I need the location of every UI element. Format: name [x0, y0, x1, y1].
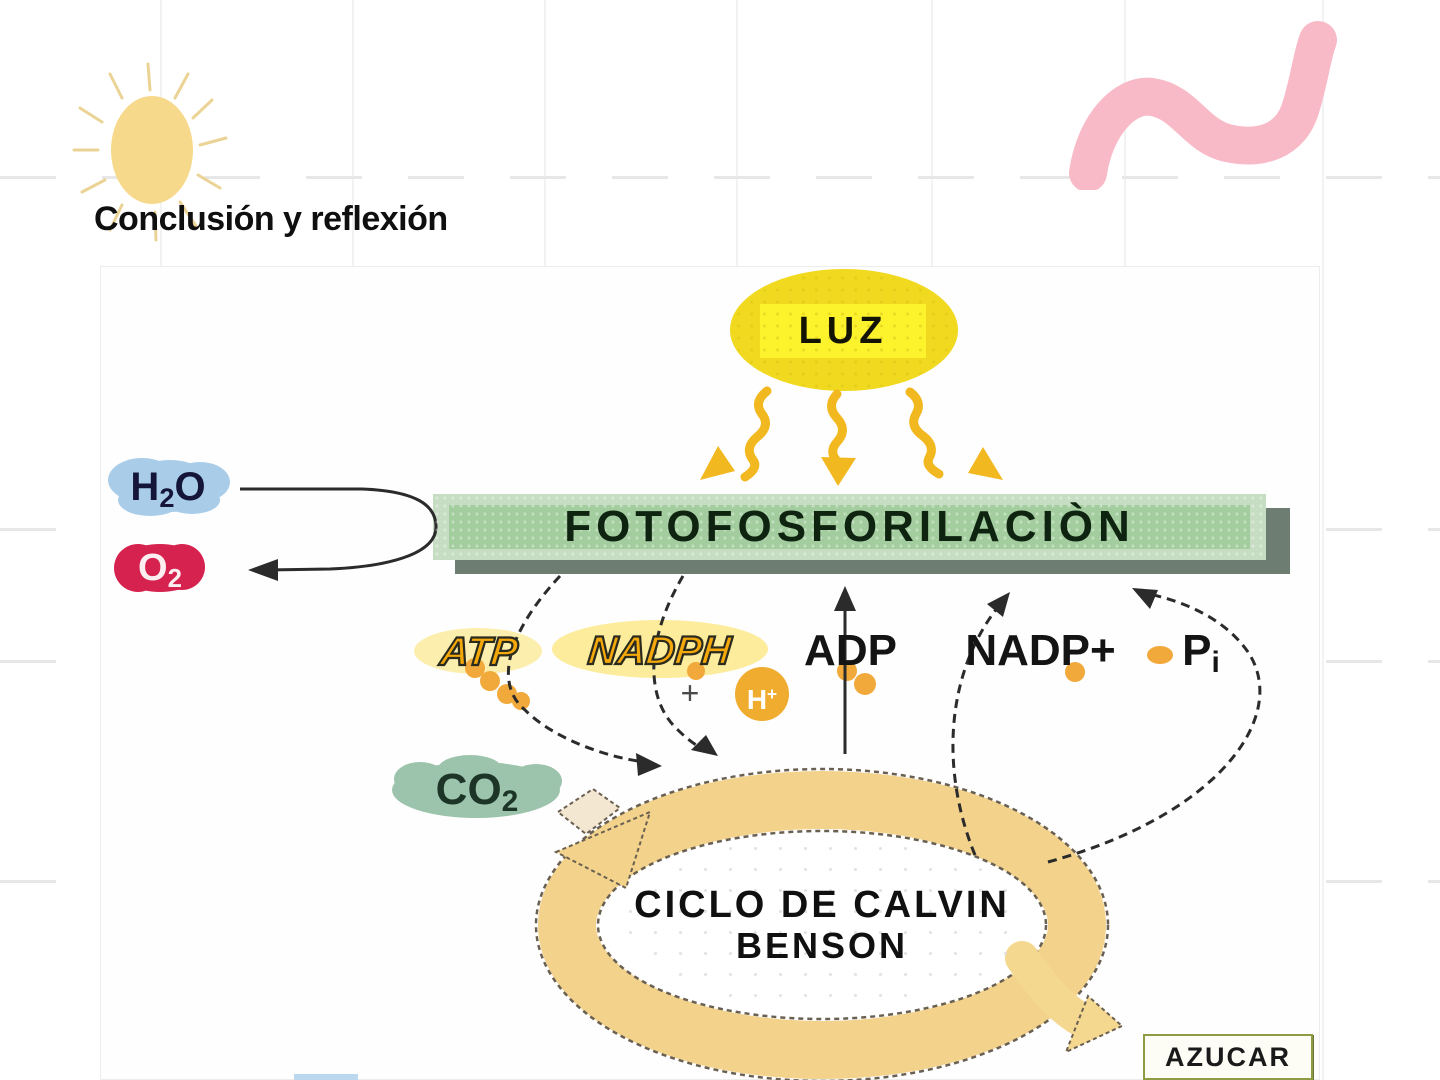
bar-fill: [449, 505, 1250, 549]
bar-texture: [433, 494, 1266, 560]
page-title: Conclusión y reflexión: [94, 200, 448, 238]
grid-line: [1322, 0, 1324, 1080]
atp-label: ATP: [437, 629, 521, 675]
flow-arrows: [240, 487, 1262, 864]
o2-blob-shape: [114, 544, 205, 592]
flow-arrowheads: [248, 559, 1158, 776]
atp-glow: [414, 628, 542, 674]
nadph-glow: [552, 620, 768, 678]
squiggle-decoration-icon: [1069, 21, 1337, 190]
sugar-exit-shaft: [1005, 941, 1095, 1035]
h2o-label: H2O: [130, 465, 206, 513]
cropped-blue-shape: [294, 1074, 358, 1080]
light-ray-arrows: [740, 386, 944, 482]
nadp-plus-label: NADP+: [965, 626, 1116, 675]
calvin-line1: CICLO DE CALVIN: [634, 884, 1010, 926]
h-plus-label: H+: [746, 684, 778, 715]
azucar-label: AZUCAR: [1143, 1034, 1313, 1080]
sugar-exit-arrowhead: [1064, 994, 1124, 1054]
calvin-line2: BENSON: [735, 925, 909, 966]
light-ray-arrowheads: [700, 446, 1003, 486]
plus-sign: +: [680, 675, 700, 711]
co2-entry-shape: [556, 787, 622, 836]
luz-texture: [732, 272, 956, 390]
pi-label: Pi: [1182, 626, 1220, 680]
co2-blob-shape: [392, 755, 562, 818]
co2-label: CO2: [435, 765, 519, 818]
calvin-ring: [538, 771, 1106, 1079]
cycle-arrowhead: [553, 810, 652, 890]
adp-label: ADP: [804, 626, 897, 675]
sun-body: [111, 96, 193, 204]
calvin-cycle-label: CICLO DE CALVIN BENSON: [597, 884, 1047, 966]
photophosphorylation-label: FOTOFOSFORILACIÒN: [564, 502, 1135, 551]
calvin-ring-outer-edge: [534, 767, 1110, 1080]
h-plus-circle: [735, 667, 789, 721]
h2o-cloud-shape: [108, 458, 230, 516]
luz-label: LUZ: [798, 310, 888, 352]
calvin-texture: [618, 838, 1028, 1006]
sun-decoration-icon: [72, 62, 228, 242]
o2-label: O2: [138, 547, 182, 593]
grid-line: [0, 176, 1440, 179]
